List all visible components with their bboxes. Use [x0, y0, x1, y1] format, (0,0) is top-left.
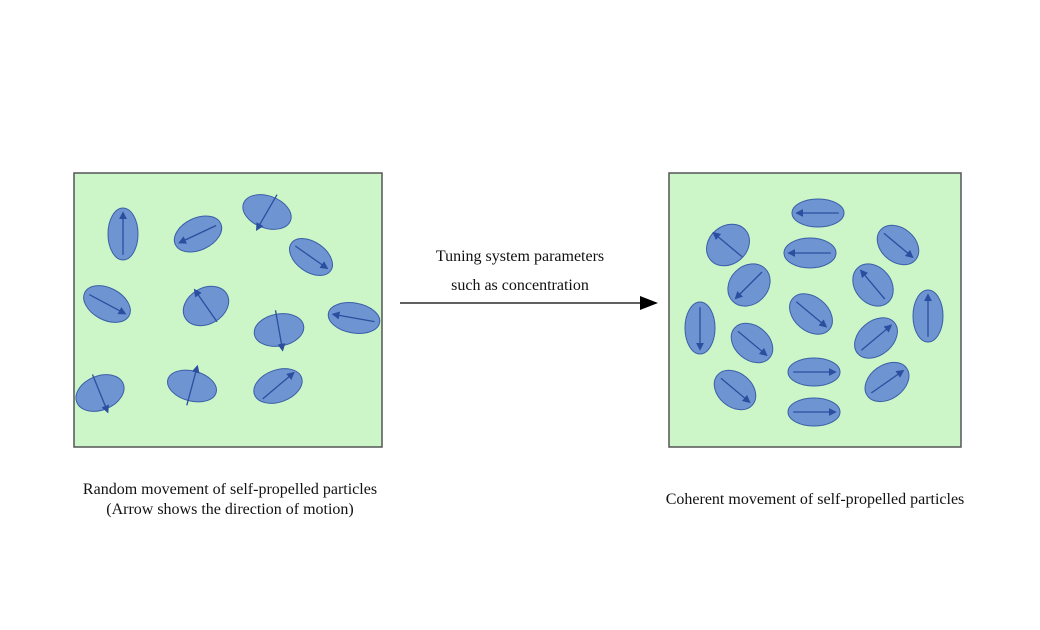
- coherent-particle: [876, 224, 920, 266]
- coherent-particle: [791, 198, 845, 228]
- right-caption-text: Coherent movement of self-propelled part…: [665, 491, 965, 508]
- coherent-particle: [787, 357, 841, 387]
- direction-arrow-icon: [734, 271, 763, 300]
- coherent-particle: [864, 361, 910, 403]
- coherent-particle: [730, 322, 774, 364]
- direction-arrow-icon: [859, 269, 886, 300]
- coherent-particle: [706, 223, 750, 267]
- direction-arrow-icon: [88, 294, 127, 315]
- random-particle: [327, 302, 381, 334]
- coherent-particle: [789, 293, 833, 335]
- random-particle: [173, 215, 223, 253]
- direction-arrow-icon: [720, 377, 751, 404]
- direction-arrow-icon: [870, 369, 905, 394]
- direction-arrow-icon: [331, 311, 375, 323]
- coherent-particle: [787, 397, 841, 427]
- coherent-particle: [783, 237, 837, 269]
- direction-arrow-icon: [262, 371, 295, 400]
- transition-label: Tuning system parameters such as concent…: [395, 242, 645, 300]
- random-particle: [167, 364, 217, 406]
- left-caption: Random movement of self-propelled partic…: [40, 480, 420, 520]
- coherent-particle: [852, 263, 894, 307]
- coherent-particle: [854, 317, 898, 359]
- direction-arrow-icon: [178, 224, 217, 244]
- direction-arrow-icon: [255, 194, 278, 232]
- direction-arrow-icon: [274, 310, 286, 352]
- direction-arrow-icon: [883, 232, 914, 259]
- direction-arrow-icon: [712, 231, 743, 258]
- random-particle: [289, 238, 333, 276]
- random-particle: [75, 374, 125, 414]
- random-particle: [83, 285, 131, 323]
- left-caption-line1: Random movement of self-propelled partic…: [82, 481, 378, 498]
- direction-arrow-icon: [860, 324, 893, 351]
- direction-arrow-icon: [186, 364, 200, 406]
- coherent-particle: [727, 263, 771, 307]
- random-particles: [75, 194, 381, 414]
- direction-arrow-icon: [91, 374, 109, 414]
- direction-arrow-icon: [294, 245, 329, 270]
- random-particle: [107, 207, 139, 261]
- coherent-particles: [684, 198, 944, 427]
- right-caption: Coherent movement of self-propelled part…: [600, 490, 1030, 510]
- direction-arrow-icon: [737, 330, 768, 357]
- random-particle: [253, 368, 303, 404]
- random-particle: [182, 285, 230, 327]
- coherent-particle: [684, 301, 716, 355]
- transition-label-line1: Tuning system parameters: [435, 248, 605, 265]
- random-particle: [253, 310, 305, 352]
- left-caption-line2: (Arrow shows the direction of motion): [106, 501, 354, 518]
- direction-arrow-icon: [795, 301, 828, 328]
- coherent-particle: [912, 289, 944, 343]
- direction-arrow-icon: [193, 288, 218, 323]
- random-particle: [242, 194, 292, 232]
- transition-label-line2: such as concentration: [451, 277, 589, 294]
- coherent-particle: [713, 369, 757, 411]
